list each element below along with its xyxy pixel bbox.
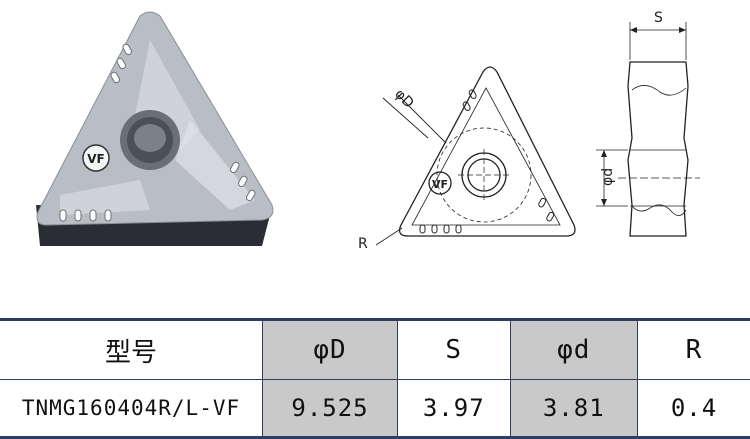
- dimension-label-phi-d: φd: [600, 168, 616, 186]
- dimension-label-phi-D: φD: [391, 86, 416, 111]
- cell-R: 0.4: [637, 379, 750, 439]
- spec-table: 型号 φD S φd R TNMG160404R/L-VF 9.525 3.97…: [0, 318, 750, 439]
- header-phi-D: φD: [262, 318, 398, 380]
- cell-S: 3.97: [397, 379, 511, 439]
- table-row: TNMG160404R/L-VF 9.525 3.97 3.81 0.4: [0, 379, 750, 439]
- dimension-label-S: S: [654, 10, 663, 26]
- header-model: 型号: [0, 318, 263, 380]
- dimension-label-R: R: [358, 236, 368, 252]
- vf-emblem-3d: VF: [87, 152, 104, 166]
- cell-phi-d: 3.81: [509, 379, 638, 439]
- header-phi-d: φd: [509, 318, 638, 380]
- product-figures: VF VF φD R: [36, 10, 700, 252]
- cell-phi-D: 9.525: [262, 379, 398, 439]
- header-R: R: [637, 318, 750, 380]
- table-header-row: 型号 φD S φd R: [0, 318, 750, 380]
- insert-3d-render: VF: [36, 11, 274, 246]
- cell-model: TNMG160404R/L-VF: [0, 379, 263, 439]
- insert-top-view-drawing: [375, 66, 576, 246]
- header-S: S: [397, 318, 511, 380]
- insert-side-view-drawing: [596, 22, 700, 237]
- vf-emblem-drawing: VF: [432, 178, 448, 191]
